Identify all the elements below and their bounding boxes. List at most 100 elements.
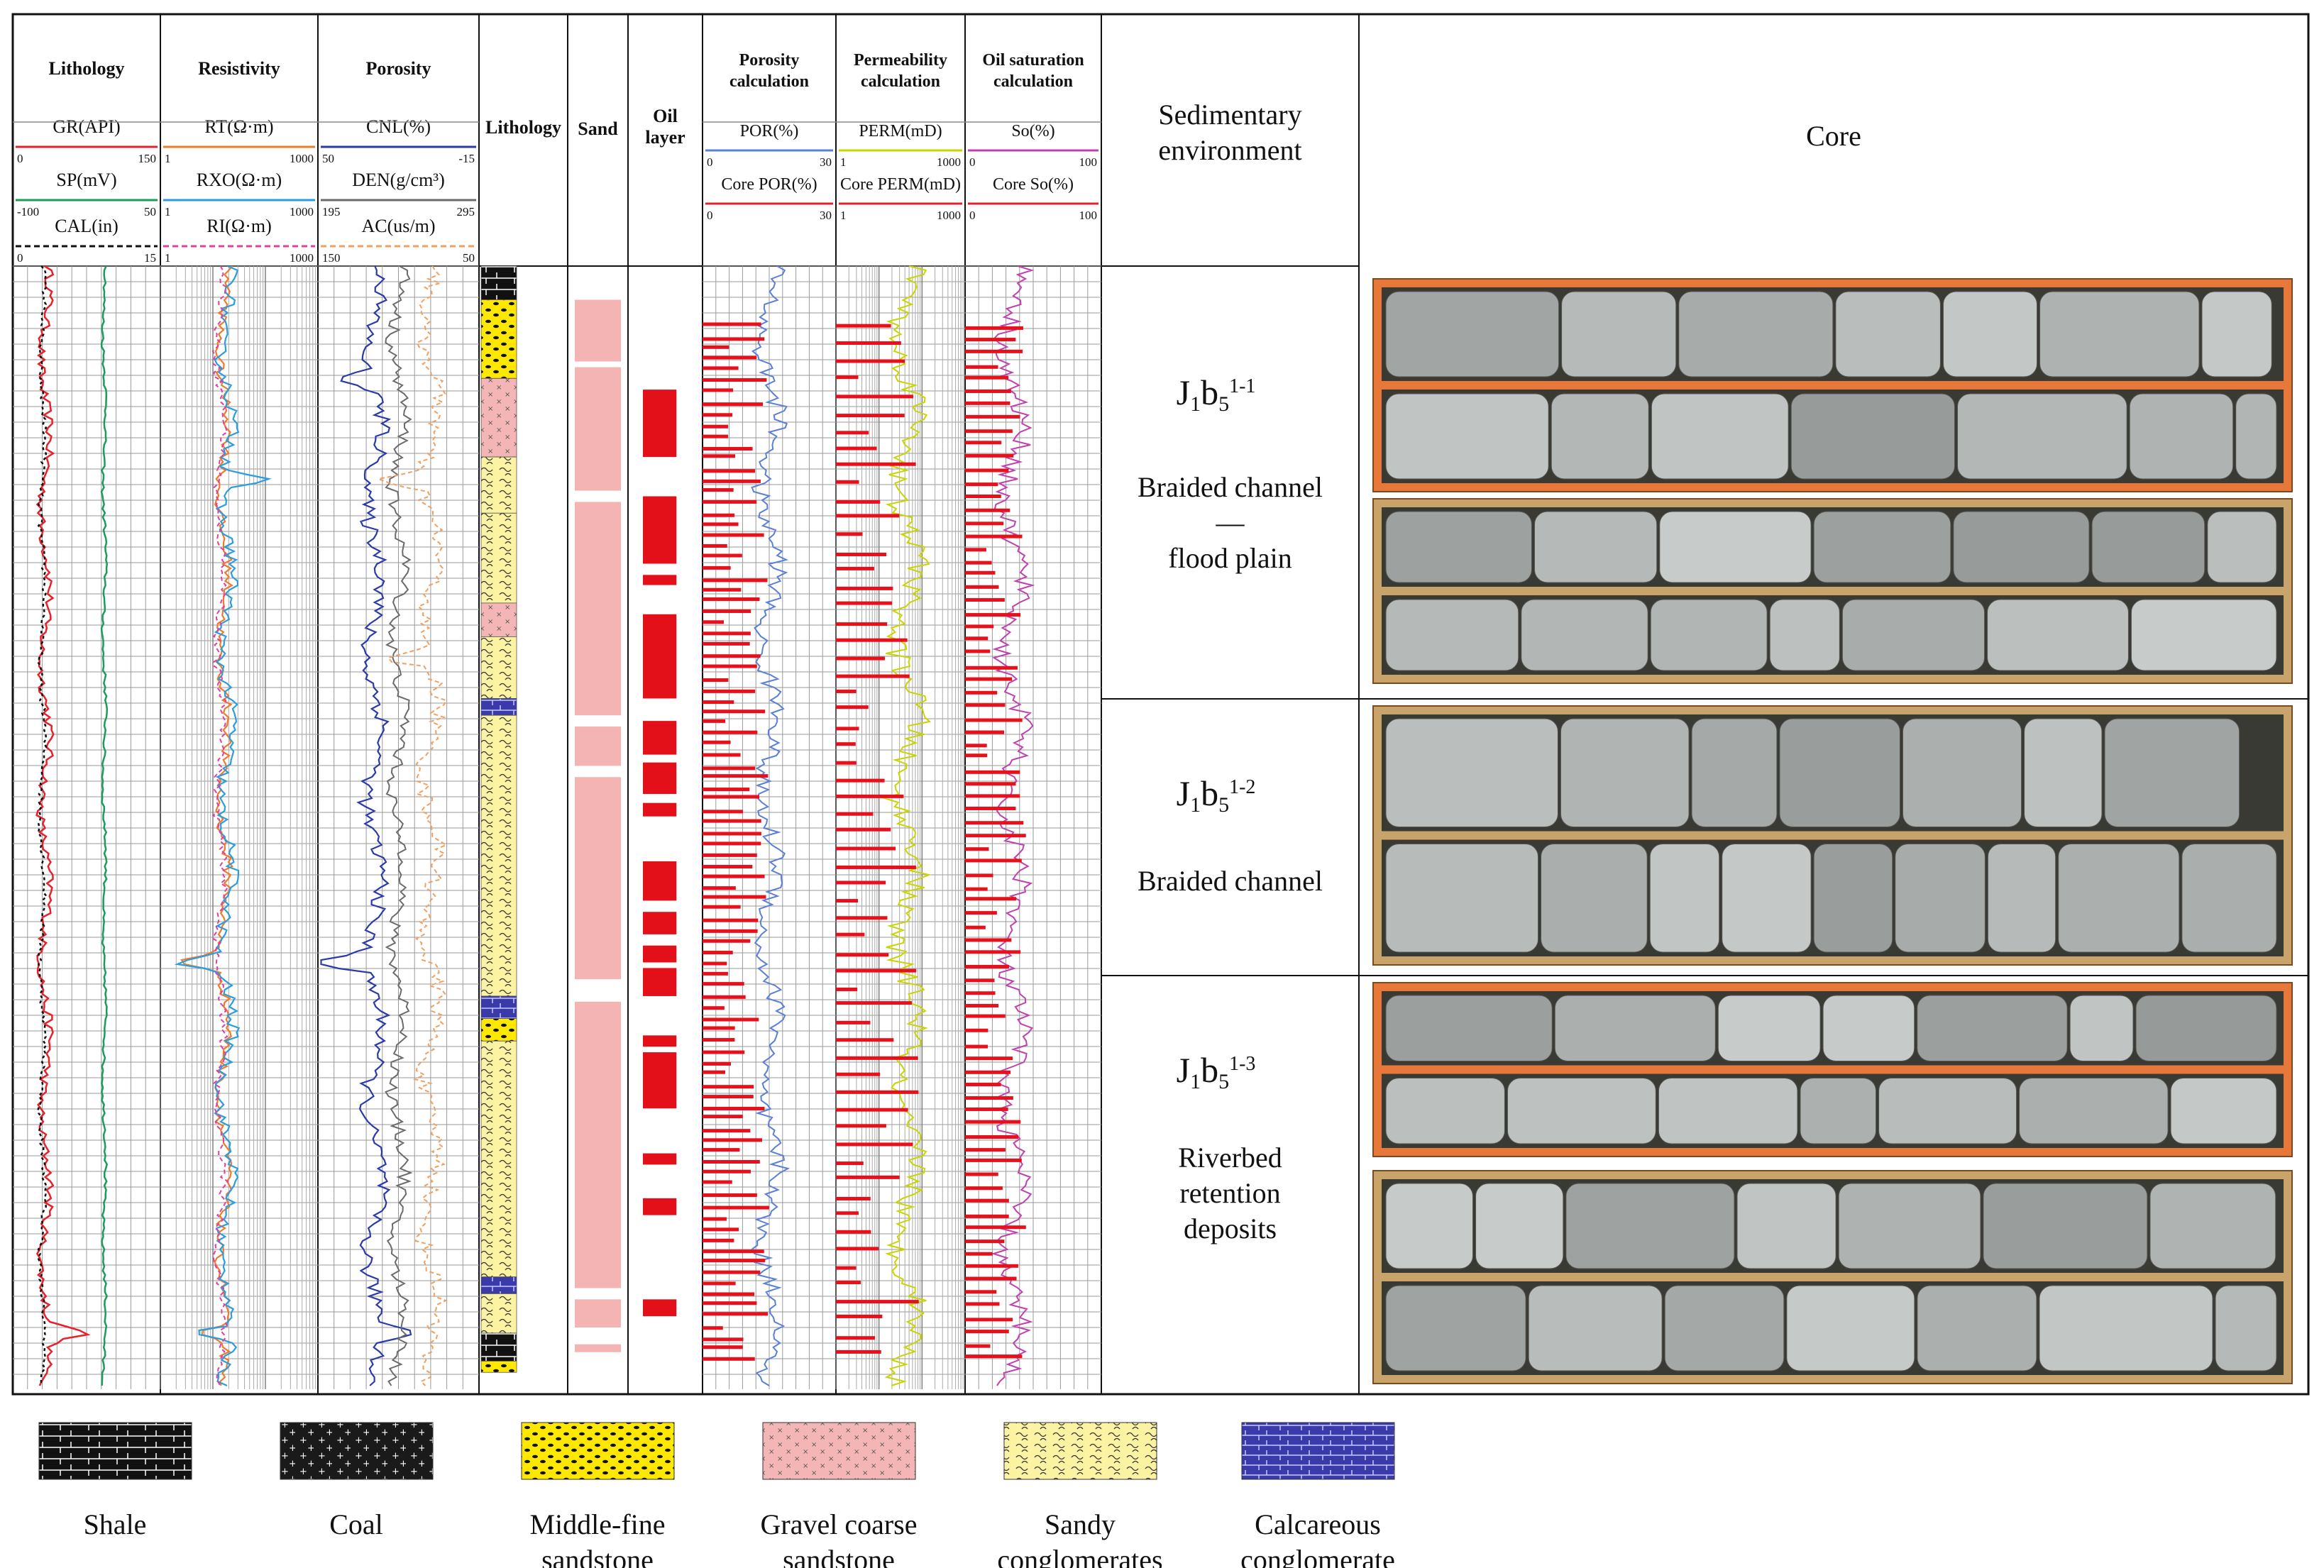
core-por-mark [703,1017,759,1022]
lithology-interval [480,265,517,300]
core-so-mark [965,1290,997,1294]
sand-title: Sand [578,118,618,139]
core-segment [2058,844,2180,953]
core-perm-mark [836,1281,861,1285]
core-so-mark [965,1003,999,1007]
core-so-mark [965,338,1016,342]
core-segment [1942,291,2038,377]
core-por-mark [703,918,759,922]
porosity-range-max: -15 [458,152,475,165]
core-segment [1560,718,1690,827]
core-segment [1659,511,1812,583]
core-so-mark [965,873,993,878]
core-perm-mark [836,916,888,920]
core-perm-mark [836,1211,859,1215]
sand-interval [575,502,621,716]
core-so-mark [965,806,1016,810]
core-por-mark [703,1159,760,1164]
core-so-mark [965,847,989,851]
core-por-mark [703,1249,764,1254]
core-por-mark [703,479,761,483]
core-segment [1717,995,1821,1061]
core-segment [2215,1285,2277,1371]
core-perm-mark [836,899,859,903]
core-por-mark [703,982,744,986]
core-por-mark [703,1238,734,1242]
sedimentary-environment-title: environment [1158,134,1301,166]
core-so-mark [965,770,1020,774]
core-so-mark [965,1264,1018,1268]
core-por-mark [703,740,731,744]
core-segment [1779,718,1900,827]
stratigraphic-unit: J1b51-3 [1177,1050,1256,1093]
environment-label: deposits [1184,1213,1277,1244]
core-por-mark [703,488,734,492]
core-por-mark [703,1038,735,1042]
core-so-mark [965,1344,991,1348]
core-por-mark [703,413,733,417]
core-por-mark [703,1129,751,1133]
core-perm-mark [836,499,881,504]
core-por-mark [703,1061,732,1066]
lithology-column-title: Lithology [485,117,561,138]
legend-label: conglomerates [997,1544,1162,1568]
core-segment [1507,1078,1656,1144]
oil-saturation-calc-curve-name: So(%) [1011,122,1054,140]
core-por-mark [703,597,760,602]
lithology-interval [480,1361,517,1373]
core-so-mark [965,548,986,552]
core-segment [1987,844,2056,953]
porosity-calc-range-min: 0 [707,209,713,222]
core-so-mark [965,911,997,915]
core-segment [1533,511,1658,583]
lithology-interval [480,1276,517,1294]
core-perm-mark [836,446,877,451]
core-por-mark [703,434,729,438]
core-so-mark [965,950,1021,954]
core-perm-mark [836,566,874,570]
core-so-mark [965,1158,1022,1162]
environment-label: Braided channel [1138,471,1323,503]
legend-label: Gravel coarse [761,1508,918,1540]
unit-part: 5 [1218,793,1229,817]
core-por-mark [703,841,761,846]
den-curve [385,265,413,1386]
core-por-mark [703,1270,761,1274]
core-perm-mark [836,638,908,642]
oil-saturation-calc-title: calculation [993,72,1073,91]
core-so-mark [965,389,1011,393]
legend-label: conglomerate [1240,1544,1395,1568]
core-perm-mark [836,846,896,851]
core-por-mark [703,819,761,823]
legend-label: Calcareous [1255,1508,1381,1540]
core-so-mark [965,782,1016,786]
sand-interval [575,1344,621,1352]
porosity-curve-name: DEN(g/cm³) [352,170,445,190]
core-por-mark [703,1095,754,1099]
core-perm-mark [836,1020,871,1025]
resistivity-curve-name: RT(Ω·m) [204,116,273,137]
core-segment [1917,995,2068,1061]
core-segment [1385,291,1560,377]
porosity-range-min: 150 [322,251,341,265]
core-so-mark [965,744,987,748]
core-perm-mark [836,1124,886,1128]
core-segment [1722,844,1812,953]
core-segment [2069,995,2134,1061]
lithology-interval [480,636,517,699]
core-por-mark [703,402,764,407]
core-por-mark [703,905,741,909]
core-so-mark [965,1330,1009,1334]
legend-label: Coal [329,1508,383,1540]
core-so-mark [965,1225,1026,1230]
porosity-range-min: 50 [322,152,334,165]
unit-part: b [1201,1050,1218,1090]
core-so-mark [965,534,1023,539]
core-so-mark [965,938,1012,942]
porosity-curve-name: CNL(%) [366,116,431,137]
core-segment [1691,718,1778,827]
permeability-calc-title: calculation [861,72,940,91]
unit-part: b [1201,372,1218,412]
core-por-mark [703,1180,732,1184]
core-segment [2129,393,2234,480]
